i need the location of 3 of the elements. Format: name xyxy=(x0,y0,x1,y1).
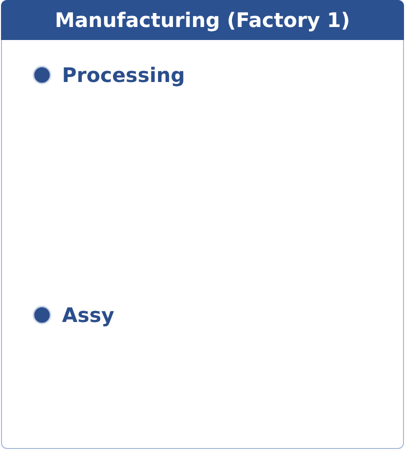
panel-header: Manufacturing (Factory 1) xyxy=(1,0,404,40)
section-label: Assy xyxy=(62,303,114,327)
section-label: Processing xyxy=(62,63,185,87)
